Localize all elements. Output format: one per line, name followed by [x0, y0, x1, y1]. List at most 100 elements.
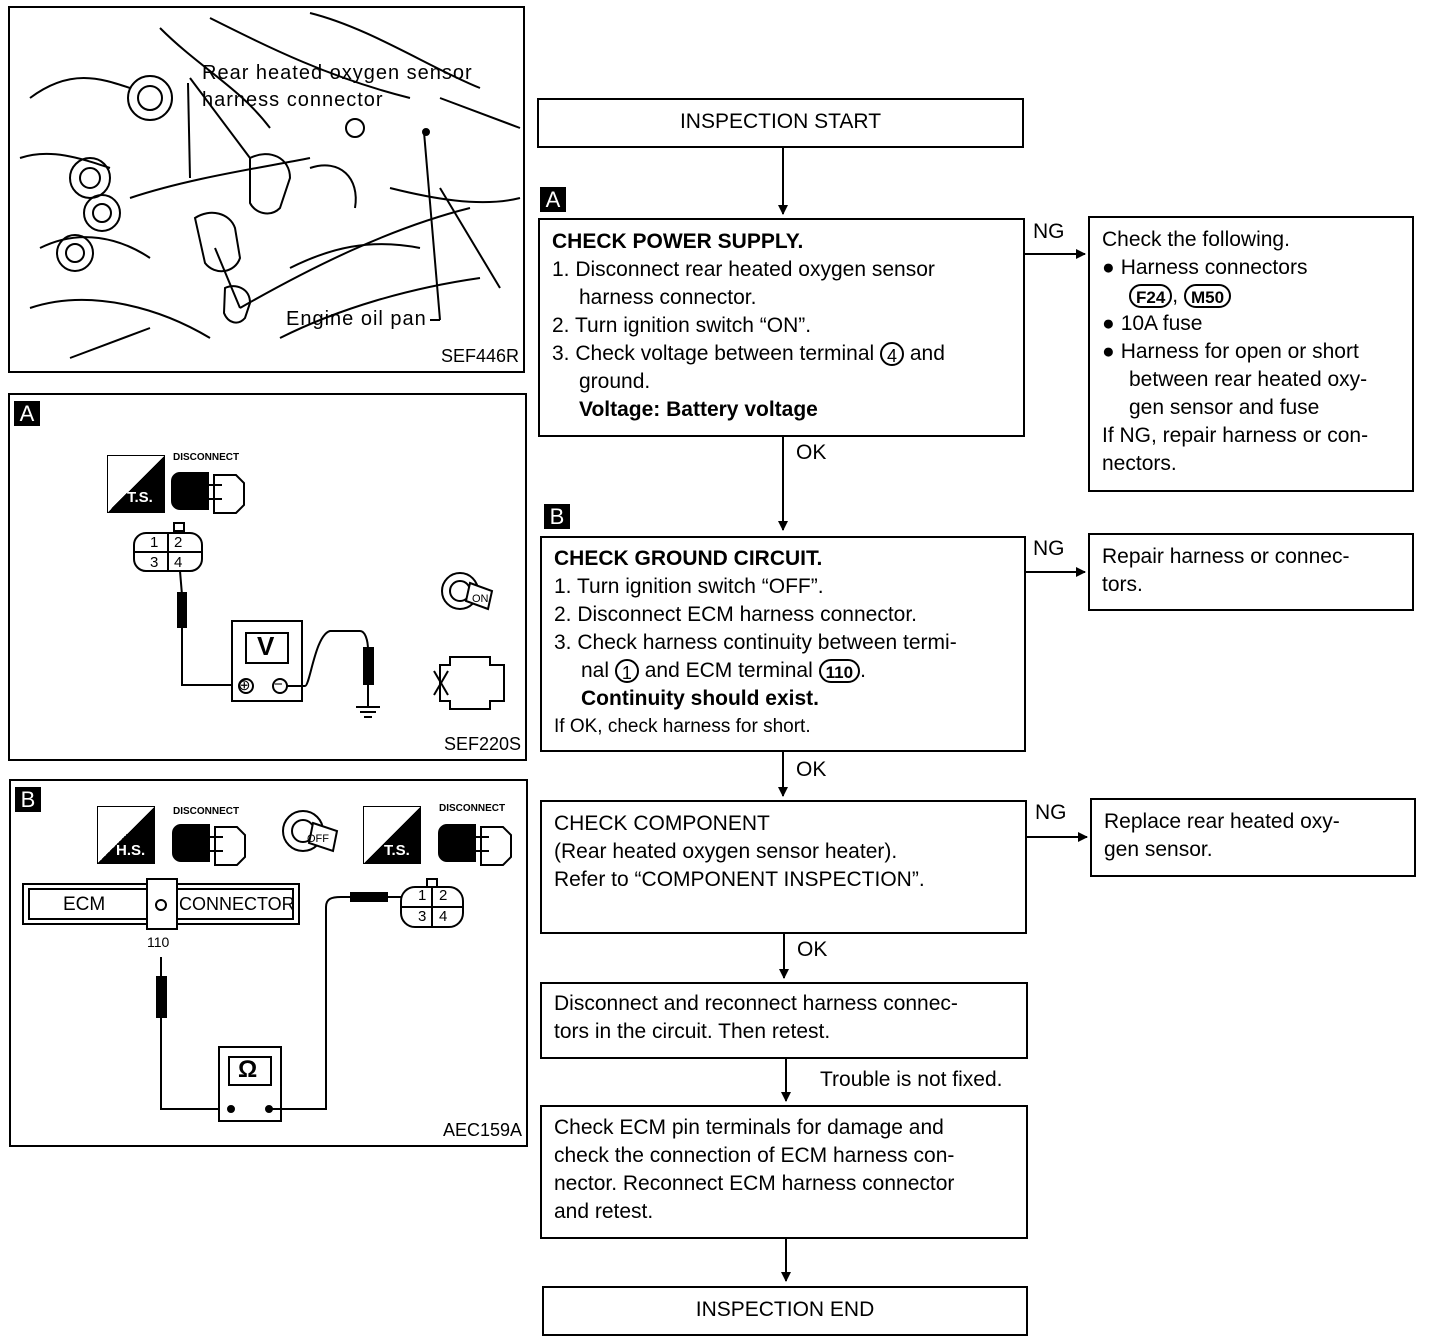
ng-label-b: NG	[1033, 537, 1065, 560]
step-e-line3: nector. Reconnect ECM harness connector	[554, 1172, 955, 1195]
step-b-line5: If OK, check harness for short.	[554, 716, 811, 737]
connector-sep: ,	[1172, 284, 1179, 307]
inspection-start-box: INSPECTION START	[537, 98, 1024, 148]
disconnect-label-1: DISCONNECT	[173, 806, 240, 817]
ignition-on-label: ON	[472, 593, 489, 605]
pin-3: 3	[418, 908, 427, 925]
ohmmeter-symbol: Ω	[238, 1056, 258, 1083]
step-a-line4-and: and	[909, 342, 945, 365]
pin-4: 4	[439, 908, 448, 925]
reconnect-harness-box: Disconnect and reconnect harness connec-…	[540, 982, 1028, 1059]
ng-b-line1: Repair harness or connec-	[1102, 545, 1350, 568]
figure-code: AEC159A	[442, 1120, 522, 1140]
step-a-spec: Voltage: Battery voltage	[579, 398, 818, 421]
figure-code: SEF446R	[440, 346, 519, 366]
check-power-supply-box: CHECK POWER SUPPLY. 1. Disconnect rear h…	[538, 218, 1025, 437]
ng-a-line5: If NG, repair harness or con-	[1102, 424, 1369, 447]
ng-b-line2: tors.	[1102, 573, 1143, 596]
ng-a-bullet3-cont1: between rear heated oxy-	[1129, 368, 1368, 391]
hand-stand-icon	[97, 806, 155, 864]
ok-label-c: OK	[797, 938, 828, 961]
figure-b-panel: B H.S. DISCONNECT T.S. DISCONNECT	[9, 779, 528, 1147]
ecm-label: ECM	[63, 894, 106, 915]
figure-code: SEF220S	[443, 734, 521, 754]
step-b-line2: 2. Disconnect ECM harness connector.	[554, 603, 918, 626]
inspection-start-text: INSPECTION START	[679, 110, 882, 133]
step-e-line1: Check ECM pin terminals for damage and	[554, 1116, 944, 1139]
step-d-line1: Disconnect and reconnect harness connec-	[554, 992, 958, 1015]
step-b-line4-mid: and ECM terminal	[644, 659, 813, 682]
pin-1: 1	[150, 534, 159, 551]
step-b-spec: Continuity should exist.	[581, 687, 820, 710]
voltmeter-symbol: V	[257, 631, 275, 661]
step-b-tag: B	[544, 504, 570, 529]
step-a-line2: harness connector.	[579, 286, 757, 309]
ng-a-box: Check the following. Harness connectors …	[1088, 216, 1414, 492]
step-c-line3: Refer to “COMPONENT INSPECTION”.	[554, 868, 925, 891]
terminal-4-badge: 4	[880, 342, 905, 367]
figure-a-drawing	[133, 472, 505, 718]
ng-a-connectors: F24, M50	[1102, 282, 1412, 310]
ts-label: T.S.	[127, 489, 153, 506]
oil-pan-callout: Engine oil pan	[286, 308, 427, 330]
hs-label: H.S.	[116, 842, 146, 859]
ng-a-bullet3-cont2: gen sensor and fuse	[1129, 396, 1320, 419]
engine-illustration-panel: Rear heated oxygen sensor harness connec…	[8, 6, 525, 373]
ts-label: T.S.	[384, 842, 410, 859]
step-b-line4-end: .	[860, 659, 866, 682]
figure-a-tag: A	[14, 401, 40, 426]
connector-f24-badge: F24	[1129, 284, 1173, 309]
figure-b-tag: B	[15, 787, 41, 812]
check-ground-circuit-box: CHECK GROUND CIRCUIT. 1. Turn ignition s…	[540, 536, 1026, 752]
ng-a-line1: Check the following.	[1102, 228, 1290, 251]
step-e-line4: and retest.	[554, 1200, 654, 1223]
pin-4: 4	[174, 554, 183, 571]
step-a-title: CHECK POWER SUPPLY.	[552, 230, 804, 253]
ecm-terminal-110-badge: 110	[818, 659, 861, 684]
ng-c-line2: gen sensor.	[1104, 838, 1213, 861]
test-stand-icon	[107, 455, 165, 513]
step-d-line2: tors in the circuit. Then retest.	[554, 1020, 831, 1043]
minus-terminal: −	[274, 676, 283, 693]
ng-a-line6: nectors.	[1102, 452, 1177, 475]
step-b-title: CHECK GROUND CIRCUIT.	[554, 547, 823, 570]
figure-a-panel: A T.S. DISCONNECT	[8, 393, 527, 761]
figure-b-drawing	[22, 810, 512, 1122]
ng-c-box: Replace rear heated oxy- gen sensor.	[1090, 798, 1416, 877]
step-a-line4-text: 3. Check voltage between terminal	[552, 342, 875, 365]
disconnect-label: DISCONNECT	[173, 452, 240, 463]
step-e-line2: check the connection of ECM harness con-	[554, 1144, 955, 1167]
ok-label-a: OK	[796, 441, 827, 464]
step-a-line4: 3. Check voltage between terminal 4 and	[552, 340, 1023, 368]
step-c-line2: (Rear heated oxygen sensor heater).	[554, 840, 898, 863]
ng-a-bullet1: Harness connectors	[1102, 254, 1412, 282]
ng-a-bullet3: Harness for open or short	[1102, 338, 1412, 366]
sensor-connector-callout-line1: Rear heated oxygen sensor	[202, 62, 473, 84]
step-a-line1: 1. Disconnect rear heated oxygen sensor	[552, 258, 935, 281]
connector-label: CONNECTOR	[179, 894, 295, 914]
step-b-line4-text: nal	[581, 659, 610, 682]
step-a-tag: A	[540, 187, 566, 212]
step-b-line3: 3. Check harness continuity between term…	[554, 631, 957, 654]
check-component-box: CHECK COMPONENT (Rear heated oxygen sens…	[540, 800, 1027, 934]
step-b-line4: nal 1 and ECM terminal 110.	[554, 657, 1024, 685]
ng-label-c: NG	[1035, 801, 1067, 824]
sensor-connector-callout-line2: harness connector	[202, 89, 384, 111]
step-b-line1: 1. Turn ignition switch “OFF”.	[554, 575, 824, 598]
pin-2: 2	[174, 534, 183, 551]
connector-m50-badge: M50	[1183, 284, 1232, 309]
ng-b-box: Repair harness or connec- tors.	[1088, 533, 1414, 611]
ng-a-bullet2: 10A fuse	[1102, 310, 1412, 338]
trouble-not-fixed-label: Trouble is not fixed.	[820, 1068, 1003, 1091]
ng-label-a: NG	[1033, 220, 1065, 243]
ignition-off-label: OFF	[307, 833, 329, 845]
terminal-1-badge: 1	[614, 659, 639, 684]
ng-c-line1: Replace rear heated oxy-	[1104, 810, 1340, 833]
pin-1: 1	[418, 887, 427, 904]
pin-2: 2	[439, 887, 448, 904]
ok-label-b: OK	[796, 758, 827, 781]
engine-drawing	[19, 12, 521, 359]
ecm-terminal-label: 110	[147, 934, 170, 950]
test-stand-icon	[363, 806, 421, 864]
